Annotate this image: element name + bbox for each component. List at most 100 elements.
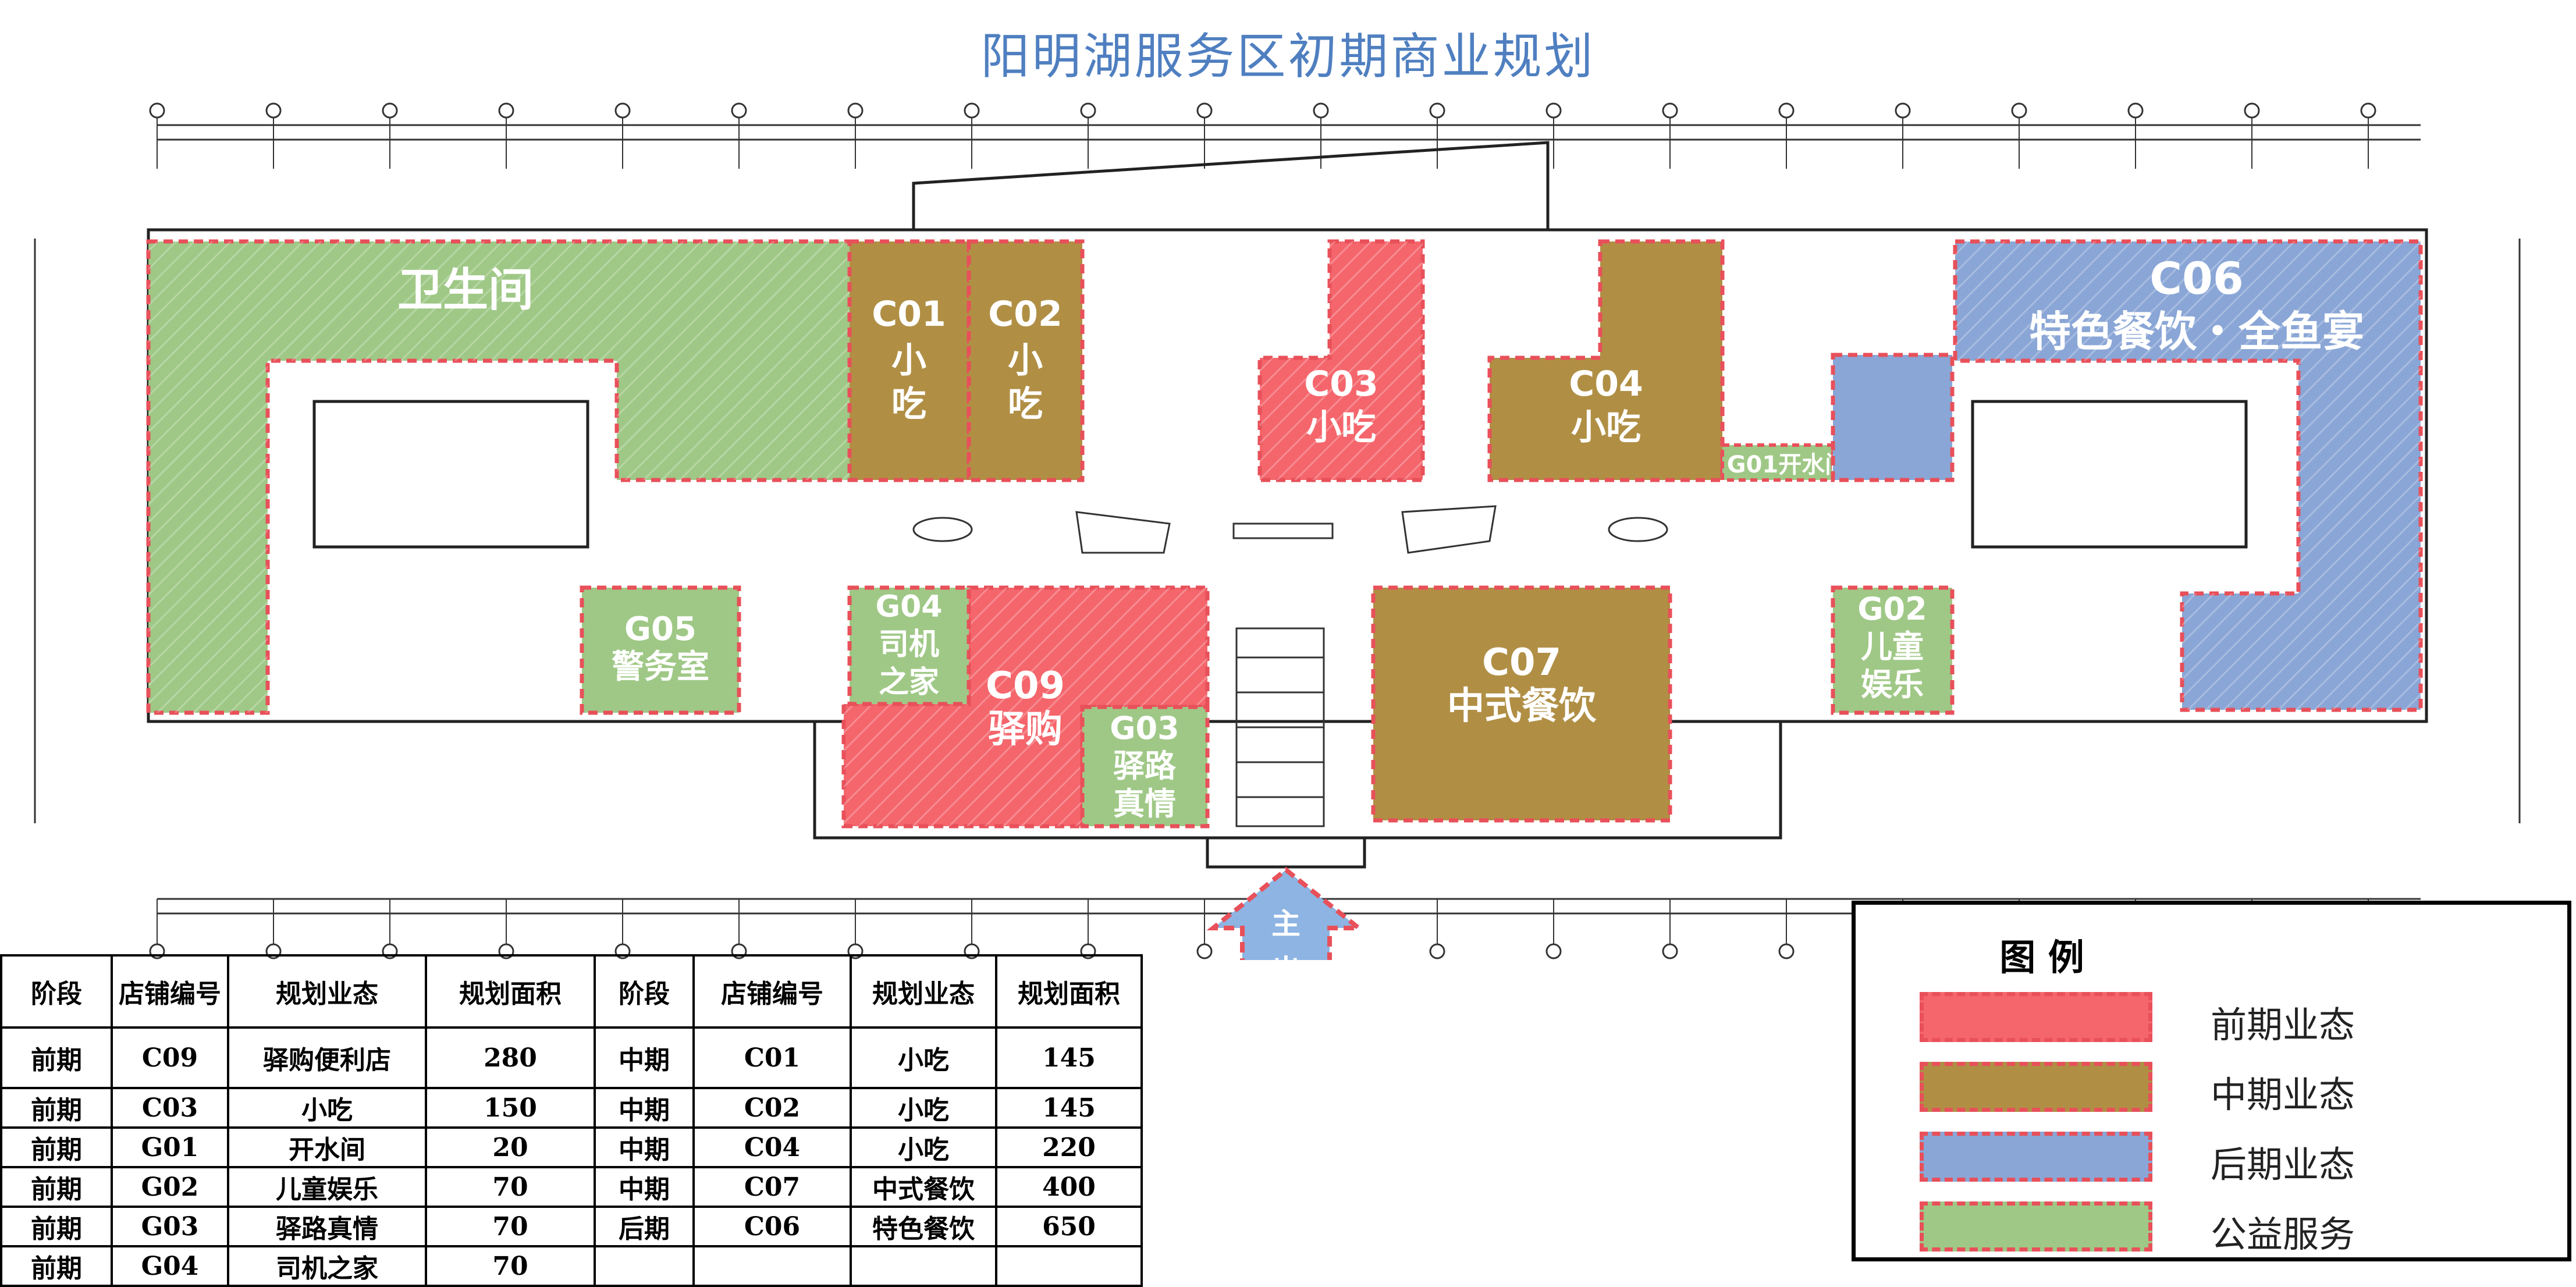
legend-title: 图 例 [1999, 936, 2084, 979]
table-cell: C03 [111, 1087, 229, 1129]
table-row: 前期 G04 司机之家 70 [0, 1245, 1143, 1287]
table-row: 前期 C03 小吃 150 中期 C02 小吃 145 [0, 1087, 1143, 1129]
entrance-char-2: 出 [1271, 954, 1301, 960]
zone-g05: G05 警务室 [580, 585, 741, 715]
entrance-char-1: 主 [1271, 907, 1301, 941]
table-cell: 儿童娱乐 [227, 1166, 427, 1208]
grid-axis-circle [1080, 102, 1096, 119]
table-cell: 220 [995, 1126, 1143, 1168]
grid-axis-circle [1662, 102, 1678, 119]
zone-label-g01: G01开水间 [1727, 451, 1849, 478]
legend-swatch-early [1920, 992, 2152, 1042]
header-business: 规划业态 [850, 954, 997, 1029]
grid-axis-circle [731, 102, 747, 119]
zone-label-c07-code: C07 [1482, 641, 1561, 684]
table-cell [850, 1245, 997, 1287]
plan-title: 阳明湖服务区初期商业规划 [980, 28, 1596, 85]
table-cell: 中期 [594, 1087, 695, 1129]
planning-table: 阶段 店铺编号 规划业态 规划面积 阶段 店铺编号 规划业态 规划面积 前期 C… [0, 954, 1143, 1287]
table-header-row: 阶段 店铺编号 规划业态 规划面积 阶段 店铺编号 规划业态 规划面积 [0, 954, 1143, 1029]
main-entrance-arrow: 主 出 入 口 [1206, 866, 1366, 960]
zone-label-g05-code: G05 [624, 610, 697, 648]
zone-label-c01-name1: 小 [891, 340, 926, 381]
table-cell: 前期 [0, 1245, 113, 1287]
zone-label-c04-name: 小吃 [1571, 407, 1641, 448]
grid-axis-circle [1313, 102, 1329, 119]
table-cell: 中式餐饮 [850, 1166, 997, 1208]
zone-label-g03-name1: 驿路 [1113, 748, 1177, 784]
table-cell: 小吃 [850, 1026, 997, 1089]
header-business: 规划业态 [227, 954, 427, 1029]
grid-axis-circle [2244, 102, 2260, 119]
table-cell: 20 [425, 1126, 596, 1168]
table-cell: 前期 [0, 1206, 113, 1247]
table-cell: 前期 [0, 1026, 113, 1089]
zone-label-g04-name1: 司机 [879, 627, 939, 662]
table-cell [594, 1245, 695, 1287]
grid-axis-circle [498, 102, 514, 119]
zone-g04: G04 司机 之家 [847, 585, 971, 706]
table-cell: 开水间 [227, 1126, 427, 1168]
zone-c03: C03 小吃 [1257, 239, 1425, 482]
legend-label-public: 公益服务 [2211, 1213, 2355, 1256]
table-cell: G02 [111, 1166, 229, 1208]
grid-axis-circle [149, 102, 165, 119]
table-cell: 650 [995, 1206, 1143, 1247]
grid-axis-circle [382, 102, 398, 119]
zone-label-g02-code: G02 [1857, 591, 1927, 627]
legend-label-late: 后期业态 [2211, 1143, 2355, 1186]
grid-axis-circle [847, 102, 864, 119]
zone-g01: G01开水间 [1721, 443, 1849, 482]
zone-c01: C01 小 吃 [847, 239, 971, 482]
legend-item-public: 公益服务 [1920, 1201, 2531, 1256]
grid-axis-circle [1429, 102, 1445, 119]
table-cell: 145 [995, 1087, 1143, 1129]
zone-label-g05-name: 警务室 [612, 648, 709, 686]
grid-axis-circle [1429, 943, 1445, 959]
grid-axis-circle [1778, 943, 1795, 959]
table-cell: C06 [692, 1206, 852, 1247]
legend-swatch-late [1920, 1132, 2152, 1182]
table-cell: G03 [111, 1206, 229, 1247]
grid-axis-circle [614, 102, 631, 119]
zone-label-c06-code: C06 [2149, 253, 2244, 304]
legend-swatch-mid [1920, 1062, 2152, 1112]
zone-label-c07-name: 中式餐饮 [1447, 685, 1597, 728]
table-cell: C01 [692, 1026, 852, 1089]
table-cell: 400 [995, 1166, 1143, 1208]
table-cell [995, 1245, 1143, 1287]
table-cell: 145 [995, 1026, 1143, 1089]
table-cell: 驿路真情 [227, 1206, 427, 1247]
zone-c04: C04 小吃 [1487, 239, 1725, 482]
zone-label-c03-code: C03 [1304, 364, 1378, 404]
legend-swatch-public [1920, 1201, 2152, 1252]
table-cell: 150 [425, 1087, 596, 1129]
zone-label-c01-code: C01 [872, 294, 946, 335]
grid-axis-circle [1662, 943, 1678, 959]
table-cell: 中期 [594, 1126, 695, 1168]
zone-c06: C06 特色餐饮・全鱼宴 [1831, 239, 2423, 712]
floor-plan: 卫生间 G05 警务室 C01 小 吃 C02 小 吃 C03 小吃 C04 小… [34, 102, 2521, 960]
table-cell: 中期 [594, 1026, 695, 1089]
zone-label-toilet: 卫生间 [397, 264, 534, 317]
table-cell: 70 [425, 1206, 596, 1247]
table-cell: 280 [425, 1026, 596, 1089]
header-stage: 阶段 [0, 954, 113, 1029]
table-cell: G04 [111, 1245, 229, 1287]
grid-axis-circle [2127, 102, 2144, 119]
table-cell: 驿购便利店 [227, 1026, 427, 1089]
zone-label-g03-name2: 真情 [1113, 785, 1176, 822]
table-cell: G01 [111, 1126, 229, 1168]
table-cell: 小吃 [850, 1126, 997, 1168]
grid-axis-circle [964, 102, 980, 119]
grid-axis-circle [1196, 102, 1213, 119]
legend-item-late: 后期业态 [1920, 1132, 2531, 1186]
zone-label-c09-code: C09 [986, 664, 1065, 708]
header-shop-id: 店铺编号 [692, 954, 852, 1029]
zone-label-c06-name: 特色餐饮・全鱼宴 [2029, 307, 2364, 356]
zone-g02: G02 儿童 娱乐 [1831, 585, 1955, 715]
table-cell: 小吃 [227, 1087, 427, 1129]
zone-g03: G03 驿路 真情 [1080, 705, 1210, 829]
table-cell: 特色餐饮 [850, 1206, 997, 1247]
table-cell [692, 1245, 852, 1287]
